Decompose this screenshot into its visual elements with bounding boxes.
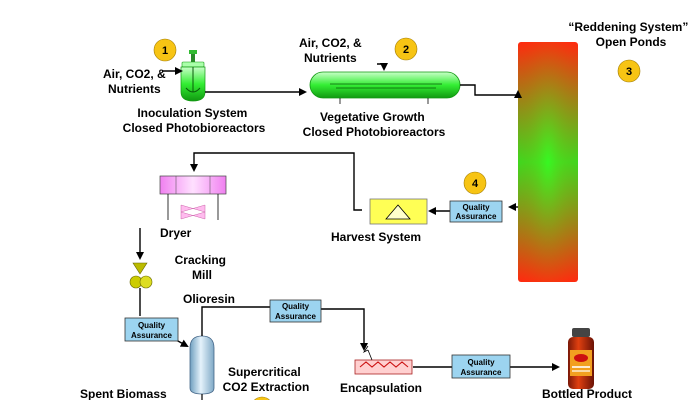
step-badge-1: 1 — [153, 38, 177, 62]
svg-text:Assurance: Assurance — [461, 368, 502, 377]
inoculation-label: Inoculation System Closed Photobioreacto… — [123, 106, 266, 135]
svg-text:Assurance: Assurance — [456, 212, 497, 221]
qa-box-mill: Quality Assurance — [124, 317, 179, 342]
cracking-mill — [129, 262, 153, 289]
svg-text:Quality: Quality — [282, 302, 310, 311]
vegetative-inputs-label: Air, CO2, & Nutrients — [299, 36, 365, 65]
qa-box-harvest: Quality Assurance — [449, 200, 503, 223]
encapsulation-unit — [354, 345, 413, 375]
vegetative-label: Vegetative Growth Closed Photobioreactor… — [303, 110, 446, 139]
olioresin-label: Olioresin — [183, 292, 235, 306]
svg-text:3: 3 — [626, 66, 632, 78]
qa-box-olioresin: Quality Assurance — [269, 299, 322, 323]
reddening-label: “Reddening System” Open Ponds — [568, 20, 691, 49]
bottled-product-label: Bottled Product — [542, 387, 632, 400]
svg-text:2: 2 — [403, 44, 409, 56]
cracking-mill-label: Cracking Mill — [175, 253, 230, 282]
step-badge-5-partial — [254, 396, 270, 400]
spent-biomass-label: Spent Biomass — [80, 387, 167, 400]
vegetative-reactor — [309, 71, 461, 104]
extraction-column — [189, 335, 215, 400]
encapsulation-label: Encapsulation — [340, 381, 422, 395]
extraction-label: Supercritical CO2 Extraction — [223, 365, 310, 394]
inoculation-inputs-label: Air, CO2, & Nutrients — [103, 67, 169, 96]
svg-text:1: 1 — [162, 45, 168, 57]
svg-text:4: 4 — [472, 178, 479, 190]
dryer-label: Dryer — [160, 226, 192, 240]
dryer — [159, 175, 227, 220]
harvest-label: Harvest System — [331, 230, 421, 244]
step-badge-4: 4 — [463, 171, 487, 195]
harvest-system — [369, 198, 428, 225]
step-badge-2: 2 — [394, 37, 418, 61]
svg-text:Assurance: Assurance — [275, 312, 316, 321]
flow-lines — [136, 63, 560, 371]
inoculation-reactor — [180, 50, 206, 102]
svg-text:Quality: Quality — [462, 203, 490, 212]
step-badge-3: 3 — [617, 59, 641, 83]
qa-box-encapsulation: Quality Assurance — [451, 354, 511, 379]
svg-text:Quality: Quality — [467, 358, 495, 367]
bottle-image — [568, 328, 594, 389]
svg-text:Quality: Quality — [138, 321, 166, 330]
svg-text:Assurance: Assurance — [131, 331, 172, 340]
